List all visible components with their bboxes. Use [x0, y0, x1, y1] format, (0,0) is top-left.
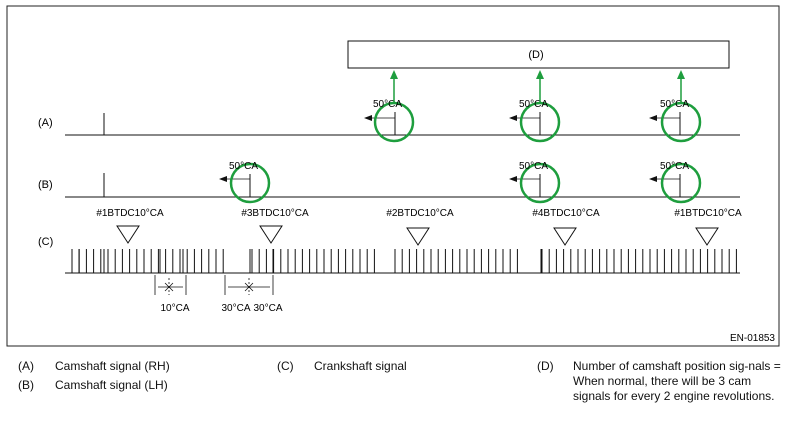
timing-diagram: (D) (A) (B) (C) 50°CA 50°CA 50°CA: [6, 5, 780, 347]
angle-label: 50°CA: [660, 161, 689, 172]
figure-id: EN-01853: [730, 333, 775, 344]
box-d-label: (D): [528, 49, 543, 61]
legend-key: (C): [277, 359, 294, 373]
dim-label-30ca-1: 30°CA: [221, 303, 250, 314]
tdc-triangle: [259, 225, 283, 244]
row-label-c: (C): [38, 236, 53, 248]
highlight-circle: [660, 162, 702, 204]
legend-text: Crankshaft signal: [314, 359, 407, 373]
arrow-to-d-2: [536, 70, 544, 103]
tdc-label-4: #4BTDC10°CA: [532, 208, 600, 219]
tdc-triangle: [553, 227, 577, 246]
arrow-to-d-3: [677, 70, 685, 103]
tdc-triangle: [406, 227, 430, 246]
legend-key: (A): [18, 359, 34, 373]
legend-text: Camshaft signal (RH): [55, 359, 170, 373]
row-label-b: (B): [38, 179, 53, 191]
diagram-frame: [6, 5, 780, 347]
angle-label: 50°CA: [660, 99, 689, 110]
highlight-circle: [519, 162, 561, 204]
dimension-10ca: [154, 275, 187, 295]
cam-marker-b3: 50°CA: [649, 161, 702, 204]
tdc-triangle: [116, 225, 140, 244]
tdc-label-3: #2BTDC10°CA: [386, 208, 454, 219]
legend-key: (B): [18, 378, 34, 392]
angle-label: 50°CA: [229, 161, 258, 172]
angle-label: 50°CA: [519, 99, 548, 110]
cam-marker-b1: 50°CA: [219, 161, 271, 204]
legend-text: Number of camshaft position sig-nals = W…: [573, 359, 781, 403]
row-label-a: (A): [38, 117, 53, 129]
cam-marker-b2: 50°CA: [509, 161, 561, 204]
box-d: [347, 40, 730, 69]
tdc-label-5: #1BTDC10°CA: [674, 208, 742, 219]
legend-text: Camshaft signal (LH): [55, 378, 168, 392]
tdc-triangle: [695, 227, 719, 246]
tdc-label-1: #1BTDC10°CA: [96, 208, 164, 219]
tdc-label-2: #3BTDC10°CA: [241, 208, 309, 219]
dimension-30ca: [224, 275, 274, 295]
angle-label: 50°CA: [519, 161, 548, 172]
angle-label: 50°CA: [373, 99, 402, 110]
crankshaft-teeth: [71, 249, 737, 273]
dim-label-30ca-2: 30°CA: [253, 303, 282, 314]
arrow-to-d-1: [390, 70, 398, 103]
highlight-circle: [229, 162, 271, 204]
legend-key: (D): [537, 359, 554, 373]
dim-label-10ca: 10°CA: [160, 303, 189, 314]
